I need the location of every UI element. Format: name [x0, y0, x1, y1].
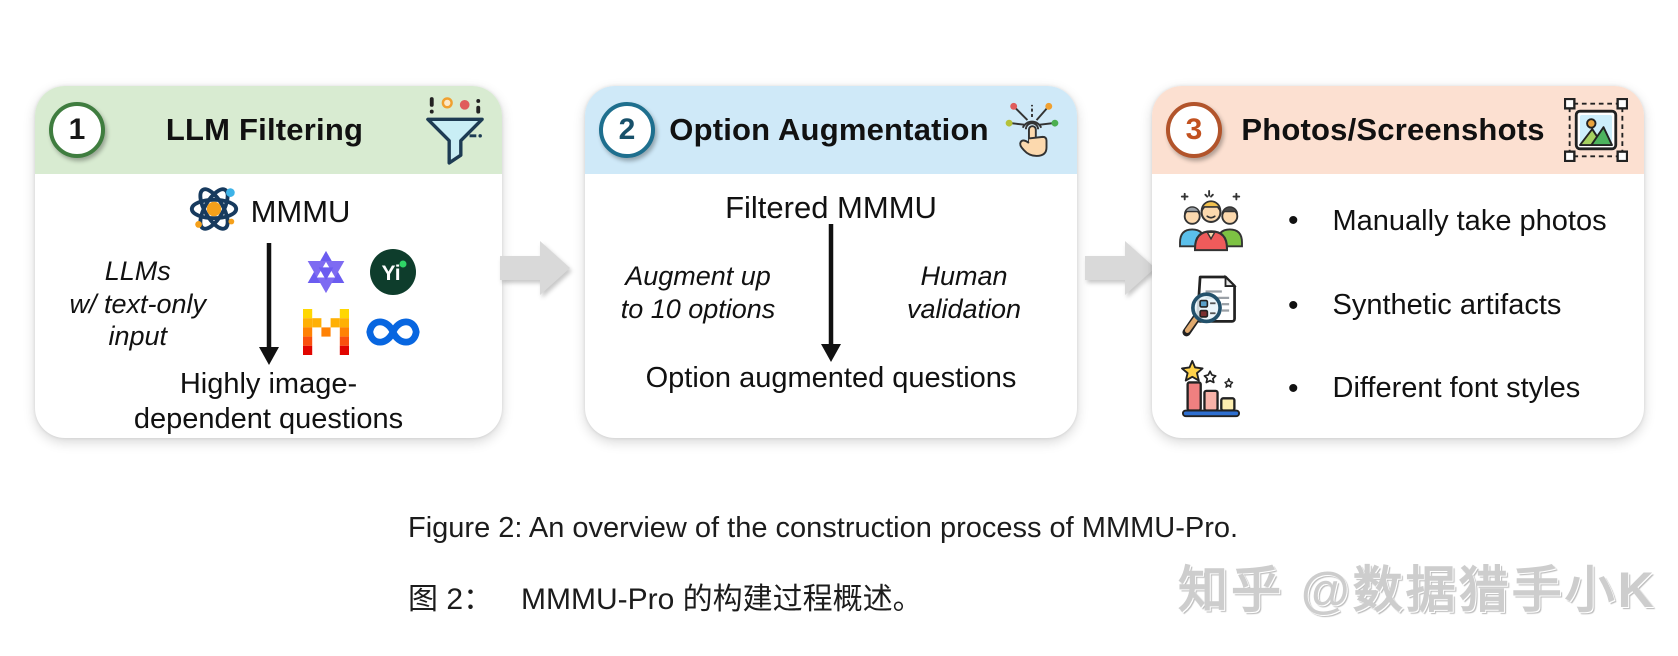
step1-result: Highly image- dependent questions: [133, 368, 404, 435]
meta-logo-icon: [364, 314, 422, 355]
yi-logo-text: Yi: [381, 262, 400, 285]
bullet-text-artifacts: Synthetic artifacts: [1332, 289, 1562, 322]
step1-box: 1 LLM Filtering: [35, 86, 502, 438]
mmmu-label: MMMU: [250, 193, 351, 229]
step2-number-badge: 2: [599, 102, 655, 158]
step3-box: 3 Photos/Screenshots: [1152, 86, 1644, 438]
screenshot-image-icon: [1564, 98, 1628, 162]
magnifier-document-icon: [1172, 273, 1250, 339]
augment-note: Augment up to 10 options: [620, 261, 776, 324]
bullet-marker: •: [1288, 371, 1299, 405]
atom-icon: [187, 182, 241, 241]
step3-number: 3: [1185, 113, 1203, 146]
figure-caption-zh-text: MMMU-Pro 的构建过程概述。: [521, 583, 923, 616]
step2-result: Option augmented questions: [645, 362, 1017, 394]
step1-title: LLM Filtering: [165, 112, 364, 147]
step1-number: 1: [68, 113, 86, 146]
step2-body: Filtered MMMU Augment up to 10 options H…: [585, 174, 1077, 438]
step3-title: Photos/Screenshots: [1241, 112, 1545, 147]
bullet-row-fonts: • Different font styles: [1172, 359, 1644, 418]
human-validation-note: Human validation: [906, 261, 1022, 324]
bullet-marker: •: [1288, 204, 1299, 238]
flow-arrow-icon: [500, 239, 572, 302]
step2-number: 2: [618, 113, 636, 146]
step2-mid-row: Augment up to 10 options Human validatio…: [585, 224, 1077, 362]
qwen-logo-icon: [304, 250, 348, 299]
bullet-marker: •: [1288, 288, 1299, 322]
watermark-text: 知乎 @数据猎手小K: [1178, 562, 1657, 618]
step2-box: 2 Option Augmentation: [585, 86, 1077, 438]
people-group-icon: [1172, 190, 1250, 252]
step1-body: MMMU LLMs w/ text-only input: [35, 174, 502, 438]
figure-caption-zh-label: 图 2：: [408, 583, 494, 616]
down-arrow-icon: [811, 224, 851, 362]
step3-body: • Manually take photos: [1152, 174, 1644, 438]
bullet-row-photos: • Manually take photos: [1172, 190, 1644, 252]
bullet-row-artifacts: • Synthetic artifacts: [1172, 273, 1644, 339]
step3-number-badge: 3: [1166, 102, 1222, 158]
step2-title: Option Augmentation: [669, 112, 989, 147]
llm-side-note: LLMs w/ text-only input: [69, 255, 207, 352]
down-arrow-icon: [241, 243, 297, 365]
mistral-logo-icon: [301, 309, 351, 360]
funnel-icon: [424, 95, 486, 165]
figure-caption-zh: 图 2： MMMU-Pro 的构建过程概述。: [408, 574, 923, 618]
flow-arrow-icon: [1085, 239, 1157, 302]
filtered-mmmu-label: Filtered MMMU: [725, 190, 937, 225]
step1-header: 1 LLM Filtering: [35, 86, 502, 174]
llm-logo-grid: Yi: [301, 248, 423, 360]
tap-network-icon: [1003, 96, 1061, 164]
step1-number-badge: 1: [49, 102, 105, 158]
step3-header: 3 Photos/Screenshots: [1152, 86, 1644, 174]
yi-logo-icon: Yi: [369, 248, 417, 301]
bar-chart-stars-icon: [1172, 359, 1250, 418]
step1-mid-row: LLMs w/ text-only input: [35, 243, 502, 365]
bullet-text-fonts: Different font styles: [1332, 372, 1581, 405]
figure-caption-en: Figure 2: An overview of the constructio…: [408, 512, 1239, 544]
mmmu-source-row: MMMU: [35, 174, 502, 241]
bullet-text-photos: Manually take photos: [1332, 204, 1607, 237]
step2-header: 2 Option Augmentation: [585, 86, 1077, 174]
